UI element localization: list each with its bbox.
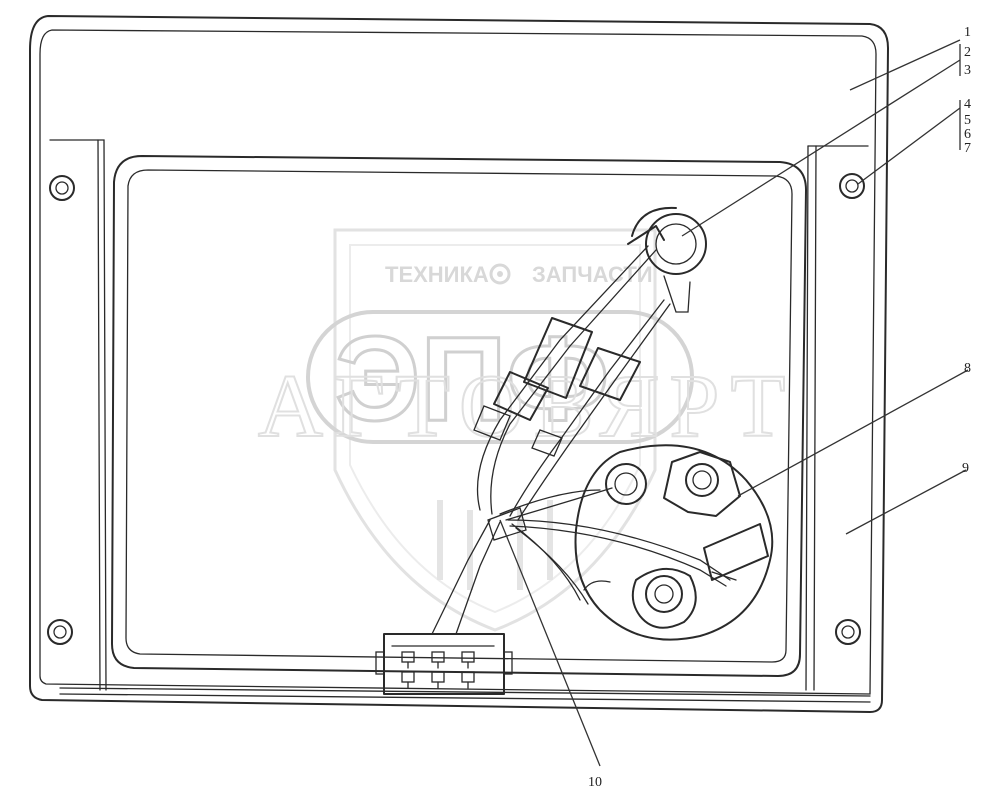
watermark-pill bbox=[306, 310, 694, 444]
socket-plate bbox=[574, 444, 774, 641]
mounting-strips bbox=[49, 139, 869, 691]
callout-lines bbox=[499, 39, 969, 767]
watermark-main: ЭПФ bbox=[335, 312, 609, 446]
bolt-top-left bbox=[49, 175, 75, 201]
wires bbox=[431, 245, 731, 635]
bolt-bottom-right bbox=[835, 619, 861, 645]
connector-pins bbox=[401, 651, 475, 689]
watermark-sub: АГТОВЯРТ bbox=[258, 357, 796, 456]
label-1: 1 bbox=[964, 25, 971, 40]
part-labels: 1 2 3 4 5 6 7 8 9 10 bbox=[588, 25, 971, 790]
bolts bbox=[47, 173, 865, 645]
watermark-technika: ТЕХНИКА bbox=[385, 262, 489, 287]
label-9: 9 bbox=[962, 461, 969, 476]
bolt-top-right bbox=[839, 173, 865, 199]
label-3: 3 bbox=[964, 63, 971, 78]
gear-icon bbox=[489, 263, 511, 285]
lamp-socket bbox=[627, 206, 707, 313]
gear-icon-center bbox=[497, 271, 503, 277]
inline-connectors bbox=[473, 317, 641, 541]
connector-block bbox=[375, 633, 513, 695]
watermark-zapchasti: ЗАПЧАСТИ bbox=[532, 262, 653, 287]
label-10: 10 bbox=[588, 775, 602, 790]
label-2: 2 bbox=[964, 45, 971, 60]
label-5: 5 bbox=[964, 113, 971, 128]
watermark-wheat bbox=[437, 500, 553, 590]
label-7: 7 bbox=[964, 141, 971, 156]
bolt-bottom-left bbox=[47, 619, 73, 645]
watermark: ТЕХНИКА ЗАПЧАСТИ ЭПФ АГТОВЯРТ bbox=[257, 228, 796, 632]
label-4: 4 bbox=[964, 97, 971, 112]
inner-panel bbox=[111, 155, 807, 677]
label-8: 8 bbox=[964, 361, 971, 376]
label-6: 6 bbox=[964, 127, 971, 142]
housing bbox=[29, 15, 889, 713]
